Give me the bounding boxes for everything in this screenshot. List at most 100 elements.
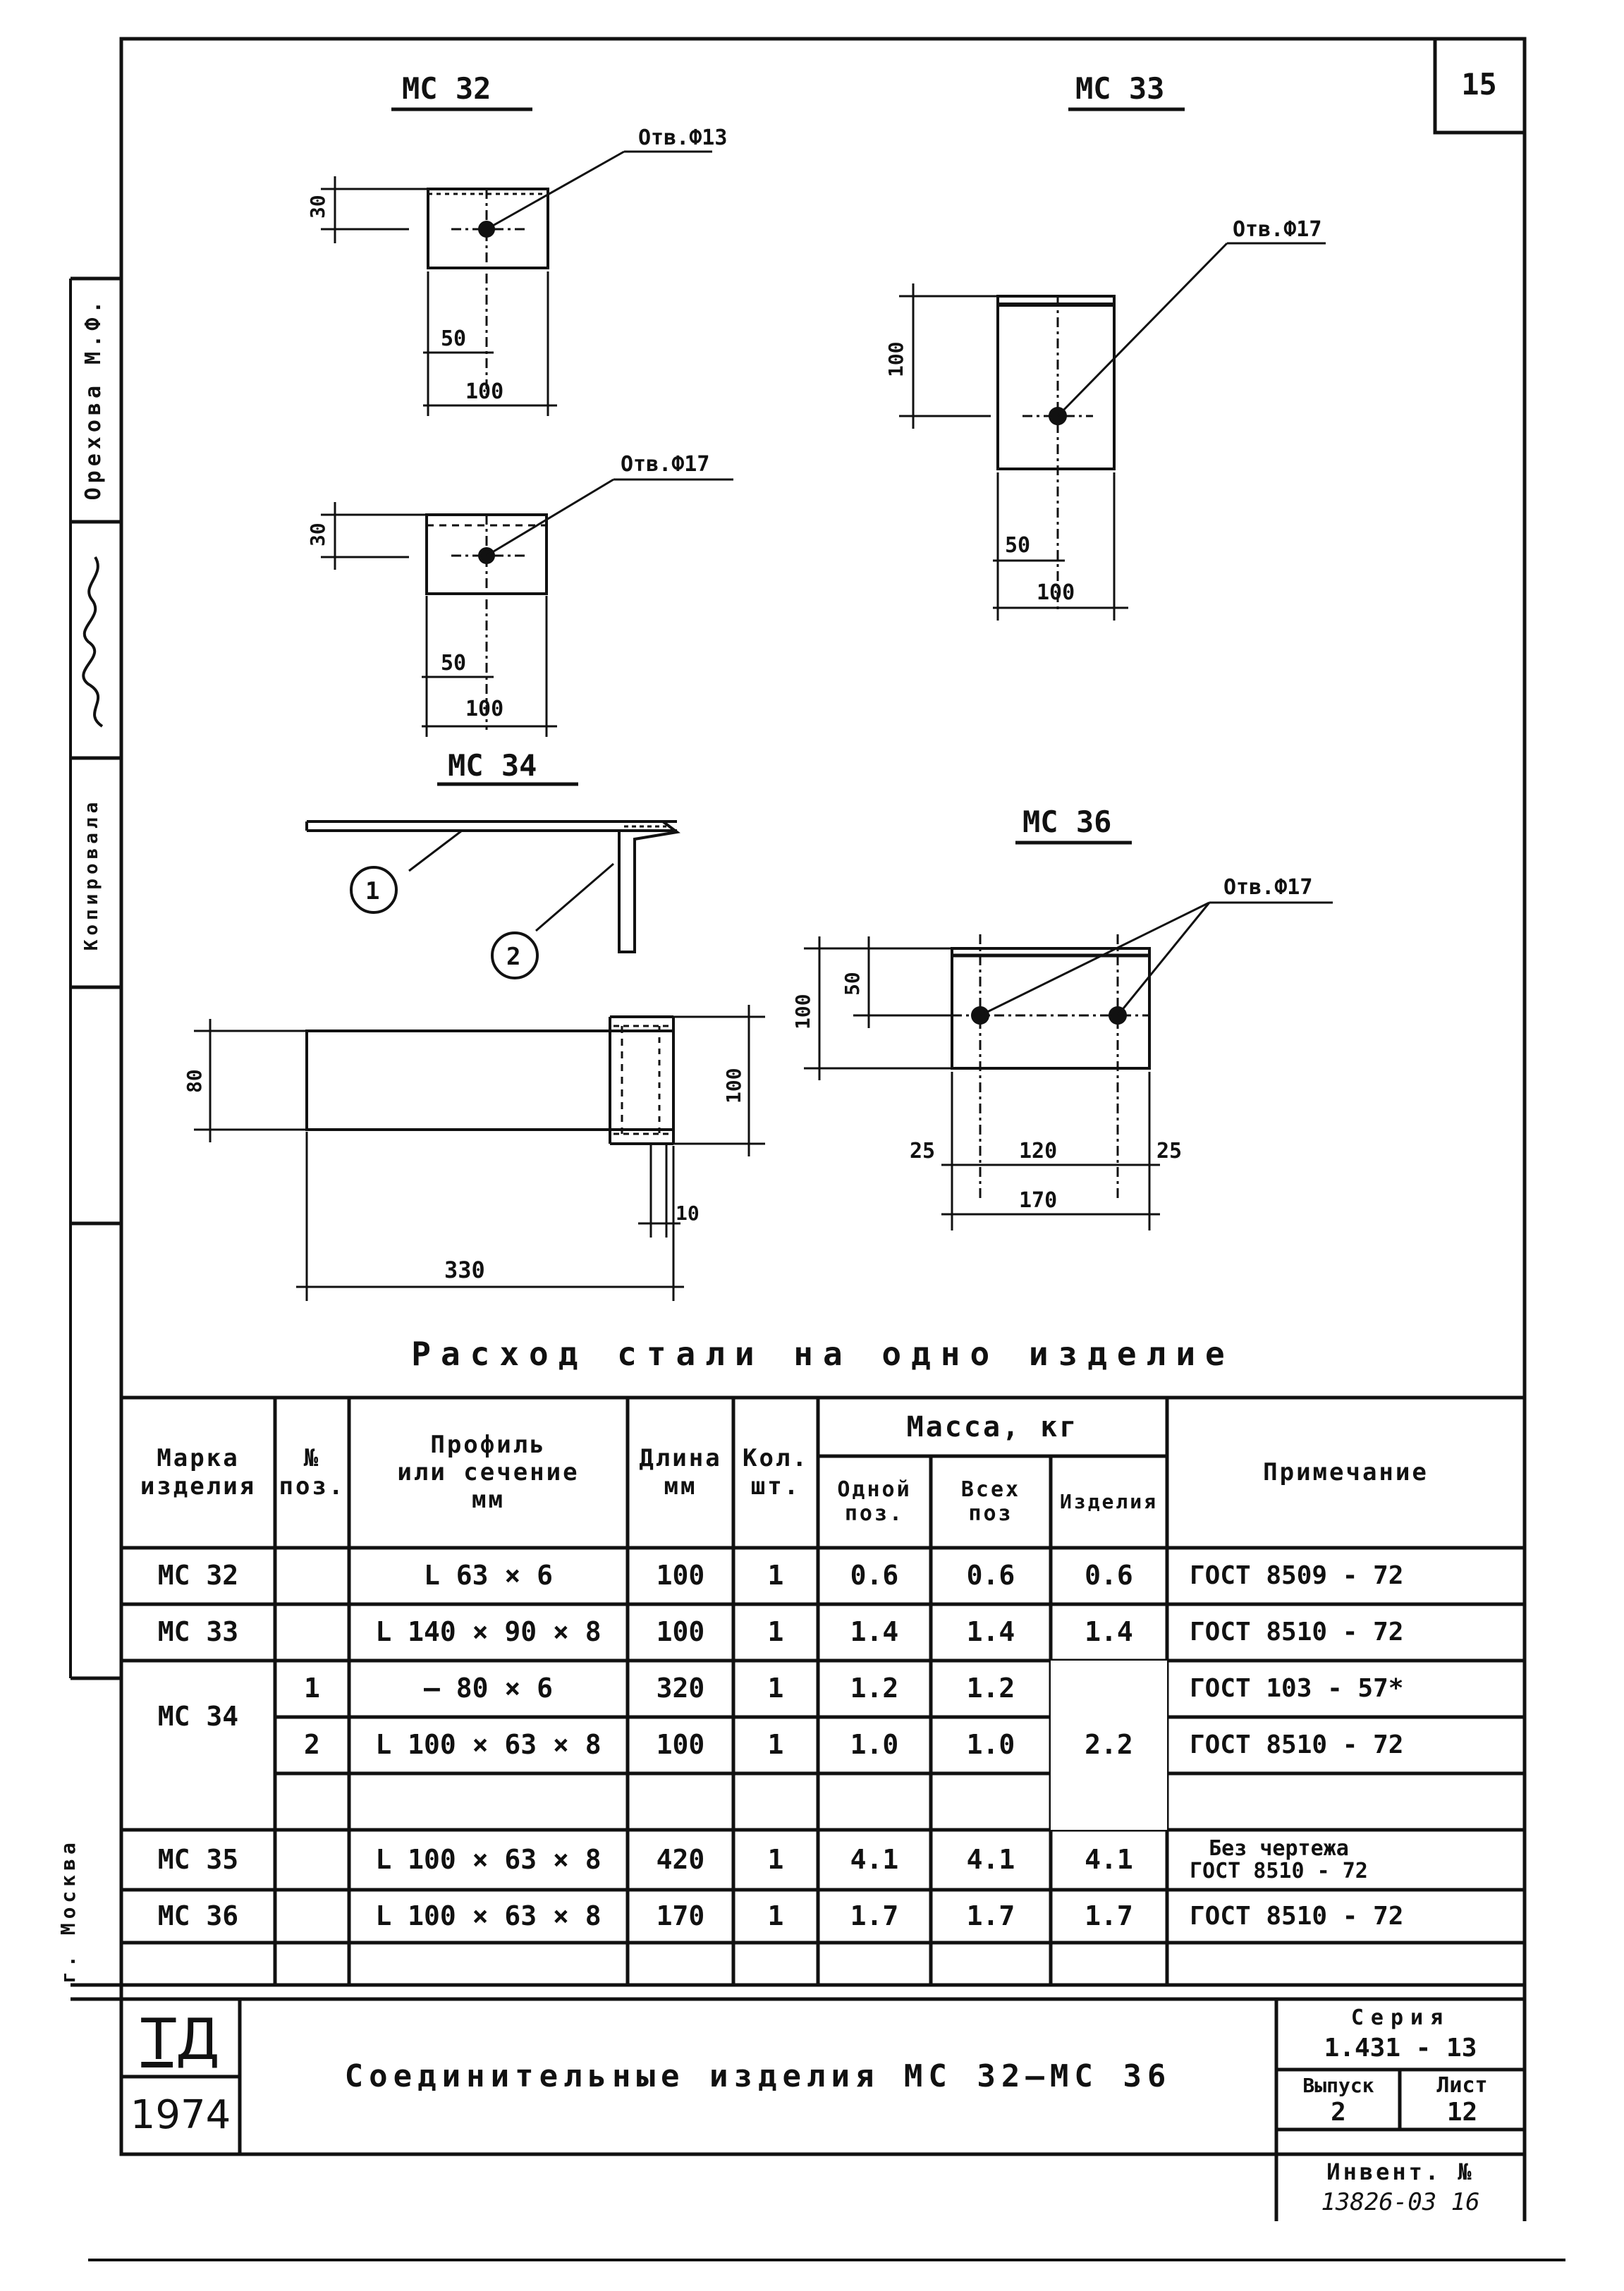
title-block-series-label: Серия bbox=[1350, 2005, 1451, 2031]
row-mc36-length: 170 bbox=[656, 1900, 705, 1931]
row-mc33-length: 100 bbox=[656, 1616, 705, 1648]
signature-mark bbox=[82, 556, 104, 728]
sheet-number: 15 bbox=[1461, 66, 1497, 102]
row-mc33-note: ГОСТ 8510 - 72 bbox=[1190, 1618, 1404, 1647]
mc33-title: МС 33 bbox=[1075, 71, 1164, 106]
row-mc36-qty: 1 bbox=[767, 1900, 784, 1931]
row-mc33-one: 1.4 bbox=[850, 1616, 899, 1648]
row-mc35-profile: L 100 × 63 × 8 bbox=[375, 1843, 602, 1875]
row-mc35-item: 4.1 bbox=[1085, 1843, 1133, 1875]
row-mc33-all: 1.4 bbox=[966, 1616, 1015, 1648]
mc34-title: МС 34 bbox=[448, 748, 537, 783]
mc36-dim-25b: 25 bbox=[1156, 1139, 1182, 1163]
mc33-dim-100b: 100 bbox=[1037, 580, 1075, 605]
row-mc36-mark: МС 36 bbox=[157, 1900, 239, 1931]
row-mc34-1-length: 320 bbox=[656, 1673, 705, 1704]
row-mc35-one: 4.1 bbox=[850, 1843, 899, 1875]
mc34-drawing bbox=[194, 782, 765, 1301]
margin-signature bbox=[74, 550, 116, 733]
row-mc33-profile: L 140 × 90 × 8 bbox=[375, 1616, 602, 1648]
header-mass: Масса, кг bbox=[906, 1410, 1079, 1443]
mc33-hole-label: Отв.Ф17 bbox=[1233, 217, 1321, 242]
mc34-dim-100: 100 bbox=[722, 1068, 745, 1104]
row-mc32-qty: 1 bbox=[767, 1560, 784, 1592]
mc32-title: МС 32 bbox=[402, 71, 491, 106]
mc36-drawing bbox=[804, 841, 1333, 1230]
row-mc32-all: 0.6 bbox=[966, 1560, 1015, 1592]
row-mc34-2-length: 100 bbox=[656, 1729, 705, 1761]
mc32-hole2-label: Отв.Ф17 bbox=[621, 452, 709, 477]
inventory-value: 13826-03 16 bbox=[1321, 2188, 1480, 2217]
mc32-dim-100b: 100 bbox=[465, 697, 503, 721]
header-note: Примечание bbox=[1263, 1458, 1429, 1486]
row-mc36-one: 1.7 bbox=[850, 1900, 899, 1931]
mc34-callout-1: 1 bbox=[365, 877, 379, 905]
row-mc34-2-qty: 1 bbox=[767, 1729, 784, 1761]
row-mc36-profile: L 100 × 63 × 8 bbox=[375, 1900, 602, 1931]
title-block-name: Соединительные изделия МС 32—МС 36 bbox=[344, 2058, 1172, 2094]
header-profile: Профиль или сечение мм bbox=[397, 1430, 580, 1515]
row-mc35-length: 420 bbox=[656, 1843, 705, 1875]
title-block-year: 1974 bbox=[130, 2092, 231, 2139]
mc33-dim-100: 100 bbox=[884, 341, 908, 377]
row-mc34-item: 2.2 bbox=[1051, 1661, 1167, 1830]
header-mass-item: Изделия bbox=[1059, 1489, 1158, 1513]
mc36-title: МС 36 bbox=[1022, 805, 1111, 839]
row-mc34-1-qty: 1 bbox=[767, 1673, 784, 1704]
row-mc35-note: Без чертежа ГОСТ 8510 - 72 bbox=[1190, 1836, 1368, 1883]
row-mc34-1-all: 1.2 bbox=[966, 1673, 1015, 1704]
row-mc34-2-profile: L 100 × 63 × 8 bbox=[375, 1729, 602, 1761]
row-mc35-mark: МС 35 bbox=[157, 1843, 239, 1875]
mc36-dim-170: 170 bbox=[1019, 1188, 1057, 1213]
header-mass-one: Одной поз. bbox=[837, 1477, 912, 1526]
row-mc35-all: 4.1 bbox=[966, 1843, 1015, 1875]
row-mc34-2-one: 1.0 bbox=[850, 1729, 899, 1761]
mc34-dim-80: 80 bbox=[183, 1069, 206, 1093]
row-mc33-mark: МС 33 bbox=[157, 1616, 239, 1648]
row-mc36-item: 1.7 bbox=[1085, 1900, 1133, 1931]
mc34-callout-2: 2 bbox=[506, 943, 520, 971]
title-block-grid bbox=[121, 1999, 1527, 2221]
row-mc34-1-pos: 1 bbox=[304, 1673, 320, 1704]
mc32-drawing bbox=[321, 107, 733, 737]
margin-name: Орехова М.Ф. bbox=[81, 296, 106, 501]
row-mc32-note: ГОСТ 8509 - 72 bbox=[1190, 1561, 1404, 1591]
row-mc34-mark: МС 34 bbox=[157, 1701, 239, 1733]
header-mass-all: Всех поз bbox=[960, 1477, 1021, 1526]
mc32-dim-30b: 30 bbox=[306, 523, 329, 546]
header-length: Длина мм bbox=[639, 1444, 722, 1501]
row-mc36-all: 1.7 bbox=[966, 1900, 1015, 1931]
table-grid bbox=[121, 1395, 1525, 2001]
mc36-dim-25a: 25 bbox=[910, 1139, 935, 1163]
header-pos: № поз. bbox=[279, 1444, 346, 1501]
margin-role: Копировала bbox=[81, 798, 102, 951]
row-mc32-one: 0.6 bbox=[850, 1560, 899, 1592]
margin-city: г. Москва bbox=[56, 1838, 80, 1984]
row-mc35-qty: 1 bbox=[767, 1843, 784, 1875]
title-block-issue-value: 2 bbox=[1331, 2098, 1346, 2127]
row-mc34-2-all: 1.0 bbox=[966, 1729, 1015, 1761]
title-block-issue-label: Выпуск bbox=[1302, 2073, 1374, 2097]
mc32-dim-100: 100 bbox=[465, 379, 503, 404]
mc32-dim-50b: 50 bbox=[441, 651, 466, 676]
row-mc33-qty: 1 bbox=[767, 1616, 784, 1648]
header-qty: Кол. шт. bbox=[743, 1444, 809, 1501]
row-mc34-1-note: ГОСТ 103 - 57* bbox=[1190, 1674, 1404, 1704]
row-mc32-length: 100 bbox=[656, 1560, 705, 1592]
mc36-dim-120: 120 bbox=[1019, 1139, 1057, 1163]
row-mc32-mark: МС 32 bbox=[157, 1560, 239, 1592]
row-mc34-2-note: ГОСТ 8510 - 72 bbox=[1190, 1730, 1404, 1760]
title-block-sheet-label: Лист bbox=[1436, 2072, 1488, 2098]
mc32-dim-30: 30 bbox=[306, 195, 329, 219]
row-mc34-1-profile: — 80 × 6 bbox=[423, 1673, 554, 1704]
mc32-hole1-label: Отв.Ф13 bbox=[638, 126, 727, 150]
row-mc34-1-one: 1.2 bbox=[850, 1673, 899, 1704]
mc34-dim-10: 10 bbox=[676, 1202, 700, 1225]
mc34-dim-330: 330 bbox=[444, 1257, 485, 1283]
mc33-dim-50: 50 bbox=[1005, 533, 1030, 558]
row-mc32-profile: L 63 × 6 bbox=[423, 1560, 554, 1592]
inventory-label: Инвент. № bbox=[1326, 2158, 1475, 2186]
title-block-series-value: 1.431 - 13 bbox=[1324, 2034, 1477, 2063]
mc36-hole-label: Отв.Ф17 bbox=[1223, 875, 1312, 900]
